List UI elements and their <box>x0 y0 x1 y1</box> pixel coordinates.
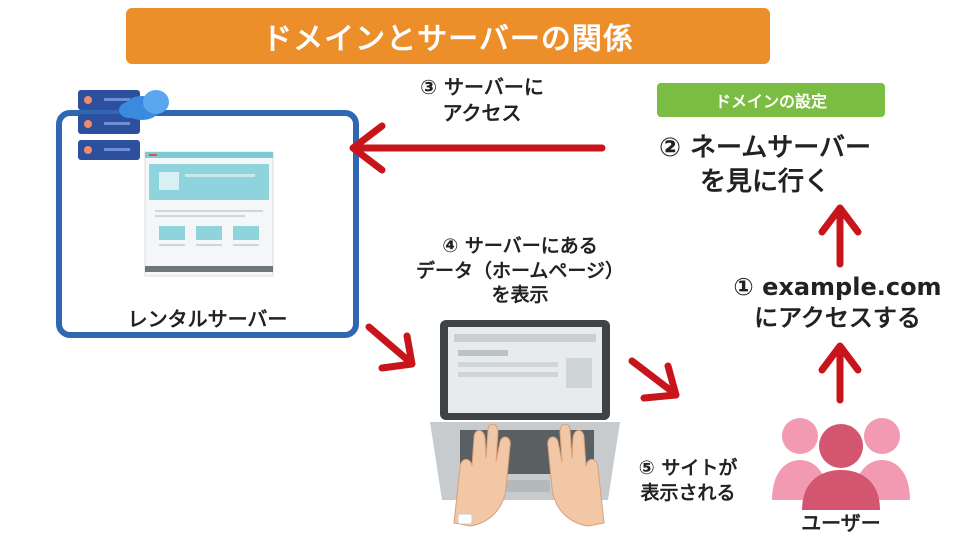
step-3-label: ③ サーバーに アクセス <box>392 74 572 126</box>
step-3-line-1: ③ サーバーに <box>420 75 544 99</box>
right-hand-icon <box>547 423 605 527</box>
step-4-line-3: を表示 <box>491 284 549 307</box>
step-2-label: ② ネームサーバー を見に行く <box>620 132 910 200</box>
arrow-step-1 <box>818 342 862 404</box>
step-5-line-1: ⑤ サイトが <box>638 457 738 479</box>
step-4-label: ④ サーバーにある データ（ホームページ） を表示 <box>370 234 670 308</box>
server-rack-icon <box>78 90 169 160</box>
arrow-step-3 <box>349 122 606 174</box>
domain-settings-badge: ドメインの設定 <box>657 83 885 117</box>
user-group-icon <box>772 418 910 510</box>
step-2-line-2: を見に行く <box>699 166 830 197</box>
wristwatch-icon <box>457 513 473 525</box>
step-1-line-2: にアクセスする <box>754 304 921 333</box>
step-5-label: ⑤ サイトが 表示される <box>608 456 768 505</box>
diagram-title: ドメインとサーバーの関係 <box>126 8 770 64</box>
step-5-line-2: 表示される <box>640 481 736 504</box>
arrow-step-2 <box>818 204 862 268</box>
step-1-label: ① example.com にアクセスする <box>715 272 960 334</box>
rental-server-label: レンタルサーバー <box>127 307 288 331</box>
cloud-icon <box>119 90 169 120</box>
step-4-line-2: データ（ホームページ） <box>415 259 625 282</box>
step-1-line-1: ① example.com <box>733 273 942 301</box>
user-label: ユーザー <box>801 511 881 535</box>
step-4-line-1: ④ サーバーにある <box>442 235 598 257</box>
step-3-line-2: アクセス <box>442 101 522 125</box>
left-hand-icon <box>453 423 511 527</box>
arrow-step-5 <box>628 357 680 402</box>
arrow-step-4 <box>365 323 416 372</box>
website-mockup-icon <box>144 151 274 277</box>
step-2-line-1: ② ネームサーバー <box>658 133 872 163</box>
laptop-icon <box>430 320 620 527</box>
